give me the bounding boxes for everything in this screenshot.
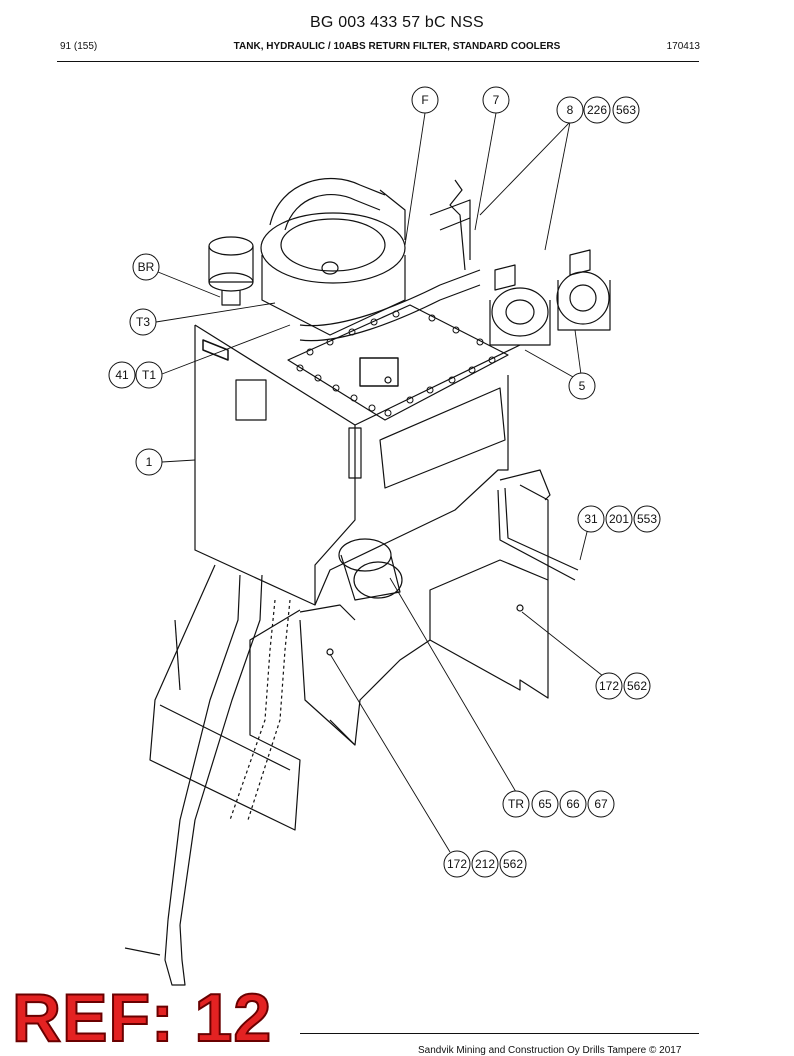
callout-31: 31 [584,512,598,526]
pipework [124,177,579,986]
callout-67: 67 [594,797,608,811]
callout-bubbles [108,86,661,878]
callout-f: F [421,93,428,107]
header-rule [57,61,699,62]
callout-br: BR [138,260,155,274]
cooler-valves [489,249,611,346]
callout-1: 1 [146,455,153,469]
tank-body [194,324,521,606]
callout-201: 201 [609,512,629,526]
callout-tr: TR [508,797,524,811]
callout-t1: T1 [142,368,156,382]
callout-562-lower: 562 [503,857,523,871]
callout-65: 65 [538,797,552,811]
breather-filter [208,236,254,306]
leader-lines [155,112,609,853]
copyright-text: Sandvik Mining and Construction Oy Drill… [418,1045,682,1056]
callout-41: 41 [115,368,129,382]
callout-8: 8 [567,103,574,117]
footer-rule [300,1033,699,1034]
return-filter-housing [260,212,406,336]
callout-562-upper: 562 [627,679,647,693]
document-title: BG 003 433 57 bC NSS [310,14,484,31]
callout-172-upper: 172 [599,679,619,693]
callout-226: 226 [587,103,607,117]
suction-valve [299,538,524,656]
callout-t3: T3 [136,315,150,329]
callout-212: 212 [475,857,495,871]
tank-top-plate [287,304,509,421]
document-code: 170413 [666,41,700,52]
tank-stand [149,484,549,831]
callout-7: 7 [493,93,500,107]
callout-553: 553 [637,512,657,526]
ref-stamp: REF: 12 [11,980,273,1056]
callout-66: 66 [566,797,580,811]
callout-5: 5 [579,379,586,393]
callout-172-lower: 172 [447,857,467,871]
callout-563: 563 [616,103,636,117]
section-title: TANK, HYDRAULIC / 10ABS RETURN FILTER, S… [233,41,561,52]
page-reference: 91 (155) [60,41,98,52]
